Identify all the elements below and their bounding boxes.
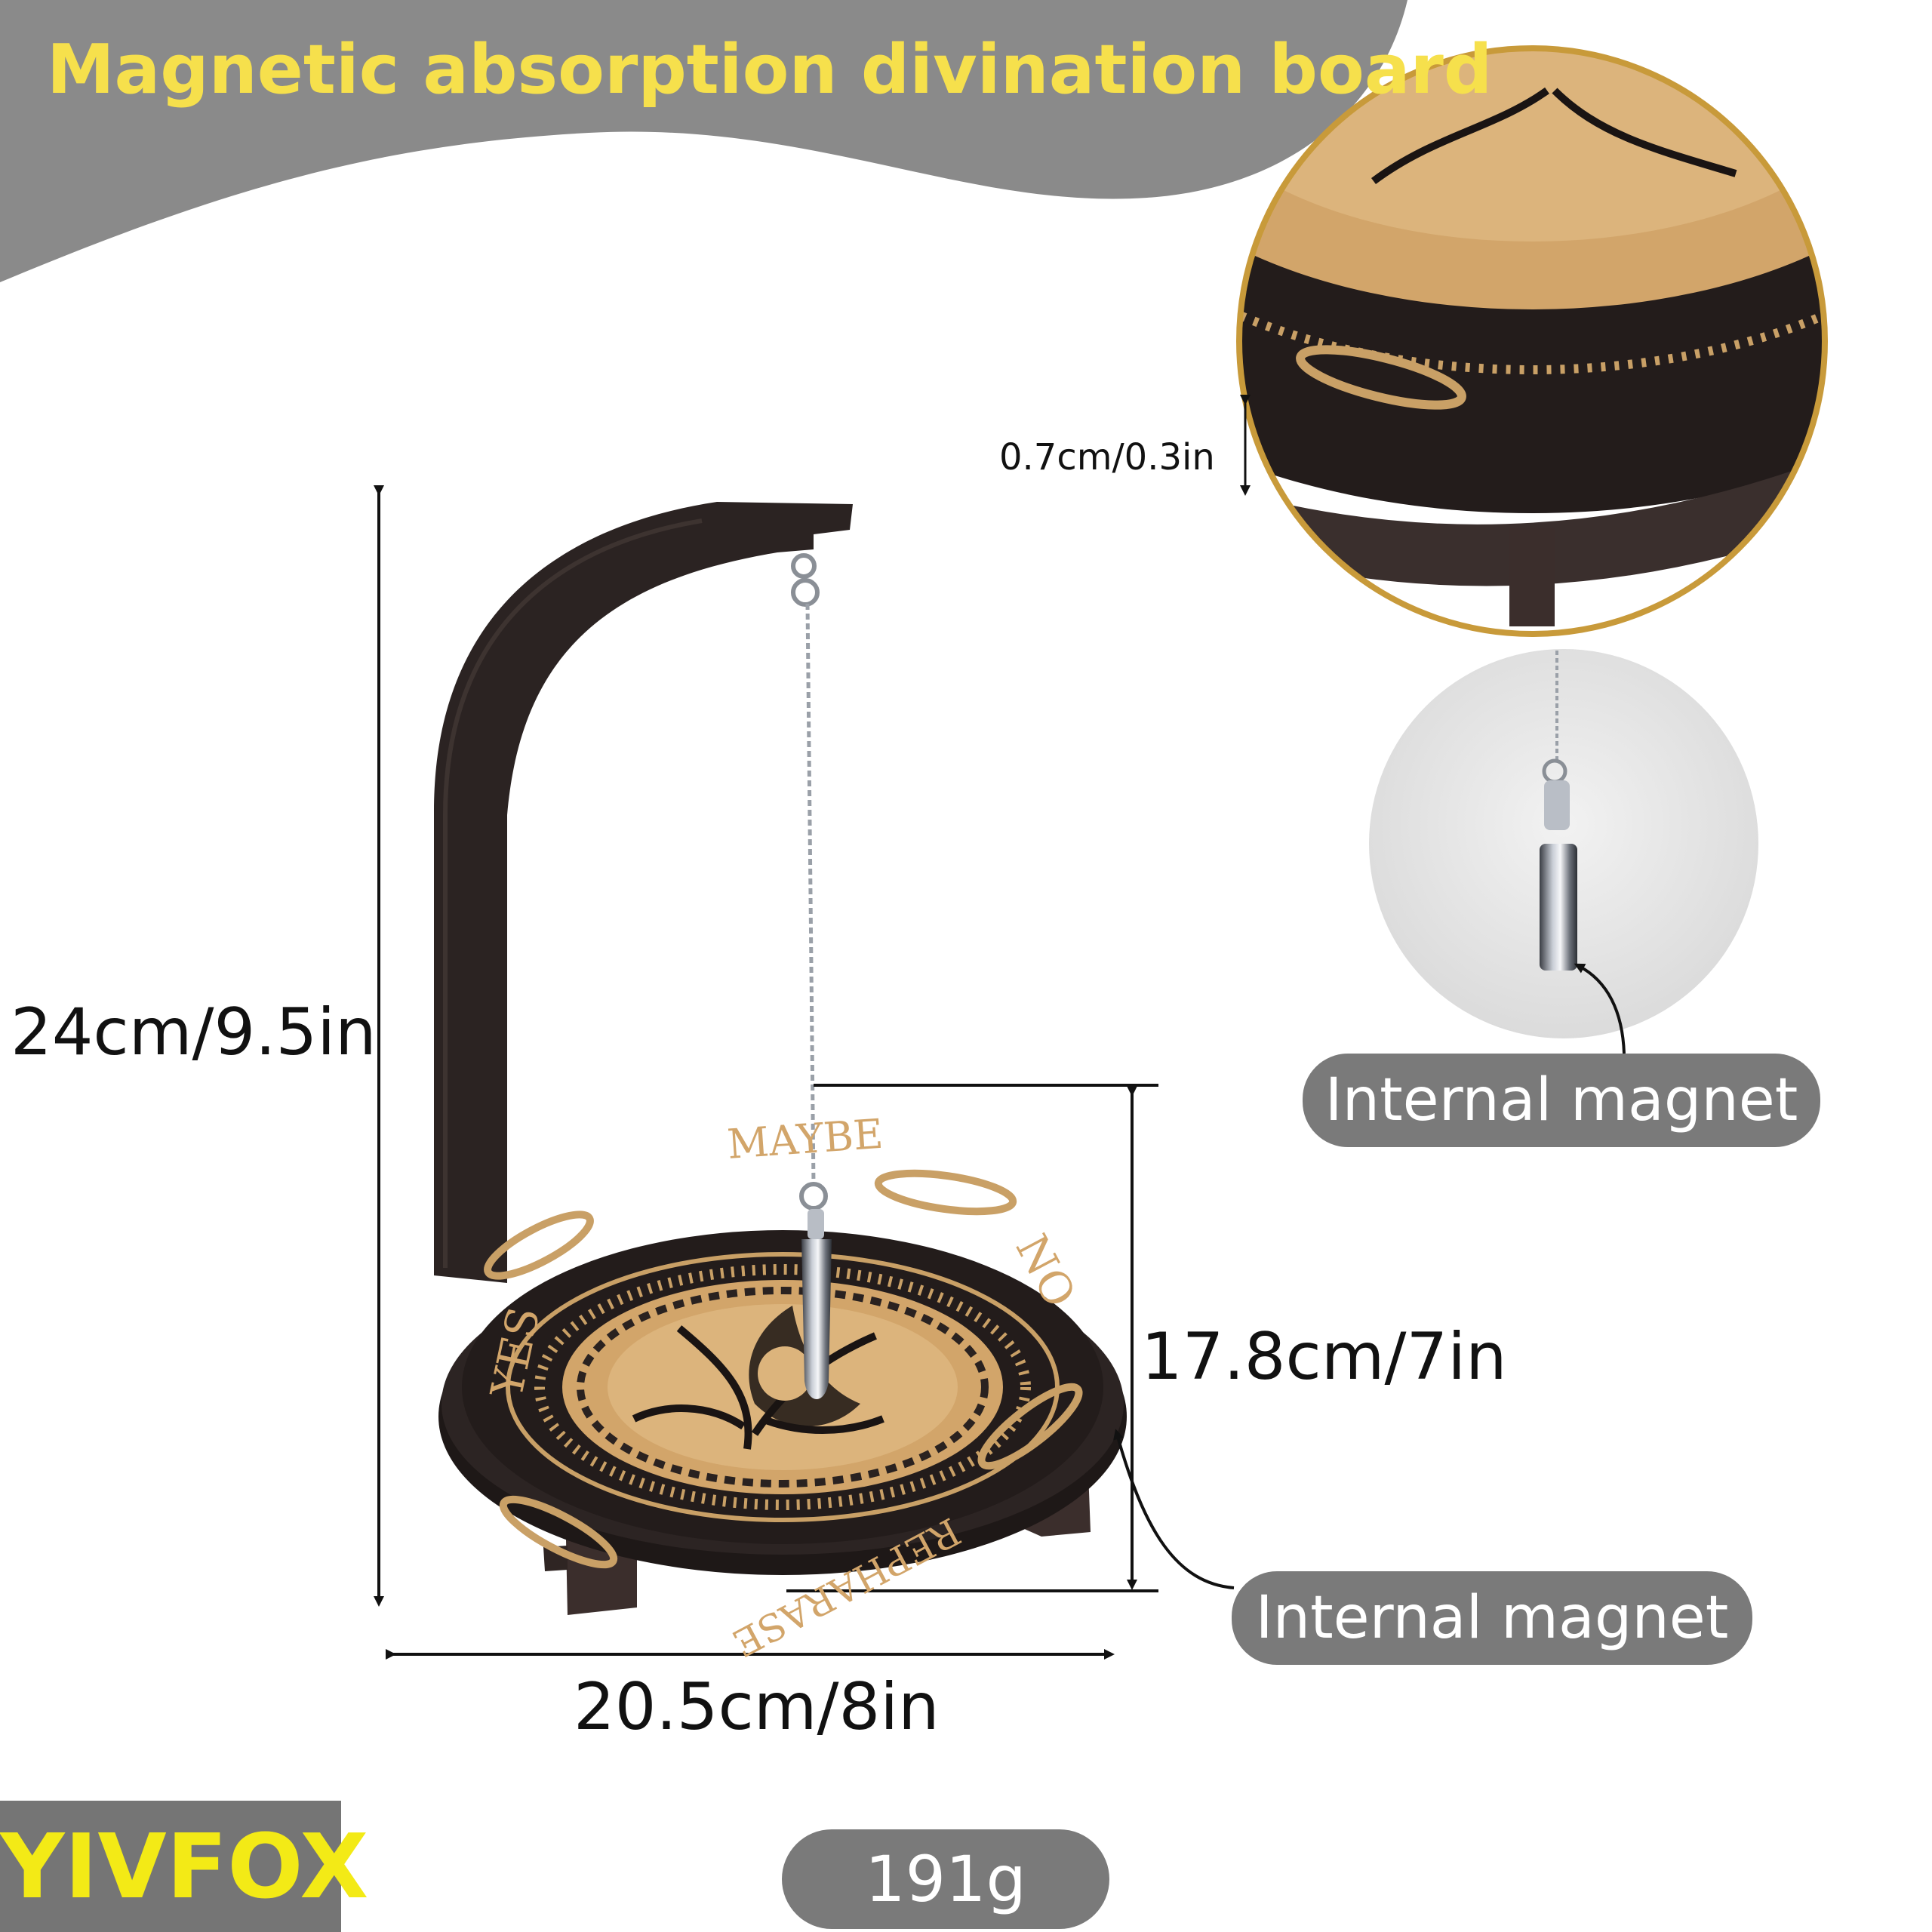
pendulum-magnet-arrow <box>1574 963 1626 1054</box>
board-word-yes: YES <box>481 1303 550 1403</box>
thickness-label: 0.7cm/0.3in <box>999 436 1215 478</box>
stand-arm <box>434 502 853 1283</box>
pendulum-weight <box>801 1209 832 1399</box>
zoom-pendulum <box>1369 649 1758 1038</box>
board-word-rephrase: REPHARASE <box>725 1509 967 1665</box>
board-magnet-arrow <box>1113 1429 1235 1589</box>
zoom-ring-gold <box>1236 45 1828 637</box>
board-magnet-callout: Internal magnet <box>1232 1571 1752 1665</box>
weight-badge: 191g <box>782 1829 1109 1929</box>
width-label: 20.5cm/8in <box>574 1669 940 1745</box>
diameter-dimension-line <box>786 1084 1158 1592</box>
divination-board <box>438 1169 1127 1575</box>
header-wave <box>0 0 1407 282</box>
pendulum-chain <box>791 553 828 1211</box>
board-word-no: NO <box>1006 1226 1086 1316</box>
board-word-maybe: MAYBE <box>726 1110 885 1168</box>
page-title: Magnetic absorption divination board <box>47 30 1493 109</box>
height-label: 24cm/9.5in <box>11 995 377 1070</box>
pendulum-magnet-callout: Internal magnet <box>1303 1054 1820 1147</box>
zoom-board-edge <box>1239 48 1825 634</box>
brand-logo: YIVFOX <box>0 1801 368 1932</box>
diameter-label: 17.8cm/7in <box>1141 1319 1507 1395</box>
